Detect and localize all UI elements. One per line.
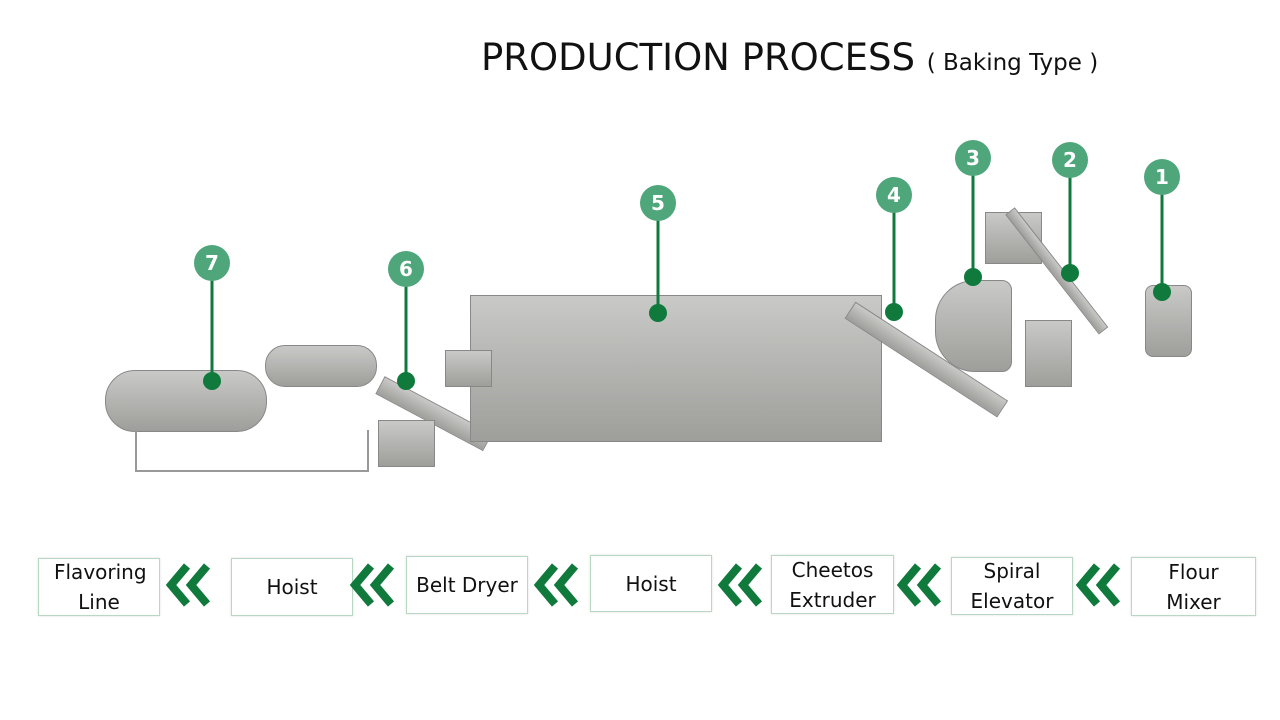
marker-line: [971, 158, 975, 277]
double-chevron-left-icon: [896, 563, 942, 607]
double-chevron-left-icon: [165, 563, 211, 607]
dryer-fan: [445, 350, 492, 387]
marker-badge: 4: [876, 177, 912, 213]
marker-dot: [1061, 264, 1079, 282]
step-box: Hoist: [590, 555, 712, 612]
marker-dot: [885, 303, 903, 321]
subtitle: ( Baking Type ): [926, 50, 1099, 76]
marker-line: [404, 269, 408, 381]
step-box: Cheetos Extruder: [771, 555, 894, 614]
marker-badge: 1: [1144, 159, 1180, 195]
title-text: PRODUCTION PROCESS: [481, 36, 915, 79]
double-chevron-left-icon: [533, 563, 579, 607]
step-box: Flour Mixer: [1131, 557, 1256, 616]
marker-dot: [1153, 283, 1171, 301]
double-chevron-left-icon: [1075, 563, 1121, 607]
marker-line: [1068, 160, 1072, 273]
control-cabinet: [1025, 320, 1072, 387]
flavoring-frame: [135, 430, 369, 472]
hoist-base: [378, 420, 435, 467]
step-label: Hoist: [266, 575, 318, 599]
step-label: Cheetos Extruder: [789, 557, 876, 612]
step-box: Belt Dryer: [406, 556, 528, 614]
page-title: PRODUCTION PROCESS ( Baking Type ): [481, 36, 1098, 79]
marker-line: [656, 203, 660, 313]
step-label: Hoist: [625, 571, 677, 596]
marker-badge: 6: [388, 251, 424, 287]
double-chevron-left-icon: [349, 563, 395, 607]
marker-badge: 5: [640, 185, 676, 221]
double-chevron-left-icon: [717, 563, 763, 607]
marker-dot: [203, 372, 221, 390]
marker-badge: 7: [194, 245, 230, 281]
marker-badge: 2: [1052, 142, 1088, 178]
marker-line: [892, 195, 896, 312]
flavoring-drum: [105, 370, 267, 432]
step-box: Spiral Elevator: [951, 557, 1073, 615]
step-box: Flavoring Line: [38, 558, 160, 616]
step-label: Belt Dryer: [416, 573, 518, 597]
flavoring-drum-2: [265, 345, 377, 387]
marker-dot: [397, 372, 415, 390]
belt-dryer: [470, 295, 882, 442]
marker-badge: 3: [955, 140, 991, 176]
marker-dot: [964, 268, 982, 286]
step-label: Spiral Elevator: [970, 559, 1054, 613]
marker-dot: [649, 304, 667, 322]
step-label: Flavoring Line: [54, 560, 147, 614]
marker-line: [210, 263, 214, 381]
spiral-elevator: [1005, 207, 1109, 335]
marker-line: [1160, 177, 1164, 292]
step-label: Flour Mixer: [1166, 559, 1221, 614]
extruder-cutter: [935, 280, 1012, 372]
step-box: Hoist: [231, 558, 353, 616]
